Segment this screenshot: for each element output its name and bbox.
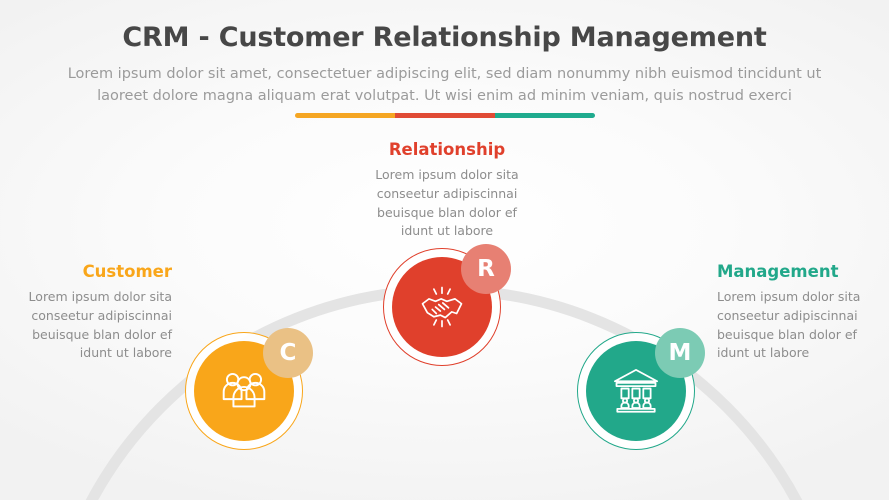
color-divider: [294, 113, 595, 118]
text-block-relationship: Relationship Lorem ipsum dolor sita cons…: [367, 140, 527, 241]
node-management-badge: M: [655, 328, 705, 378]
node-customer-disc[interactable]: [194, 341, 294, 441]
divider-segment-orange: [294, 113, 395, 118]
node-customer-badge-letter: C: [279, 340, 297, 366]
bank-building-icon: [613, 368, 659, 413]
header: CRM - Customer Relationship Management L…: [0, 0, 889, 108]
page-subtitle: Lorem ipsum dolor sit amet, consectetuer…: [67, 66, 822, 105]
body-management: Lorem ipsum dolor sita conseetur adipisc…: [717, 289, 861, 361]
node-management-disc[interactable]: [586, 341, 686, 441]
body-relationship: Lorem ipsum dolor sita conseetur adipisc…: [375, 167, 519, 239]
divider-segment-teal: [494, 113, 595, 118]
page-title: CRM - Customer Relationship Management: [122, 22, 767, 53]
heading-customer: Customer: [82, 262, 172, 281]
node-customer-badge: C: [263, 328, 313, 378]
body-customer: Lorem ipsum dolor sita conseetur adipisc…: [28, 289, 172, 361]
handshake-icon: [421, 286, 463, 328]
heading-management: Management: [717, 262, 839, 281]
divider-segment-red: [394, 113, 495, 118]
node-management-badge-letter: M: [668, 340, 692, 366]
node-relationship-badge-letter: R: [477, 256, 495, 282]
node-relationship-badge: R: [461, 244, 511, 294]
text-block-customer: Customer Lorem ipsum dolor sita conseetu…: [10, 262, 172, 363]
heading-relationship: Relationship: [388, 140, 506, 159]
text-block-management: Management Lorem ipsum dolor sita consee…: [717, 262, 882, 363]
people-group-icon: [222, 372, 266, 408]
